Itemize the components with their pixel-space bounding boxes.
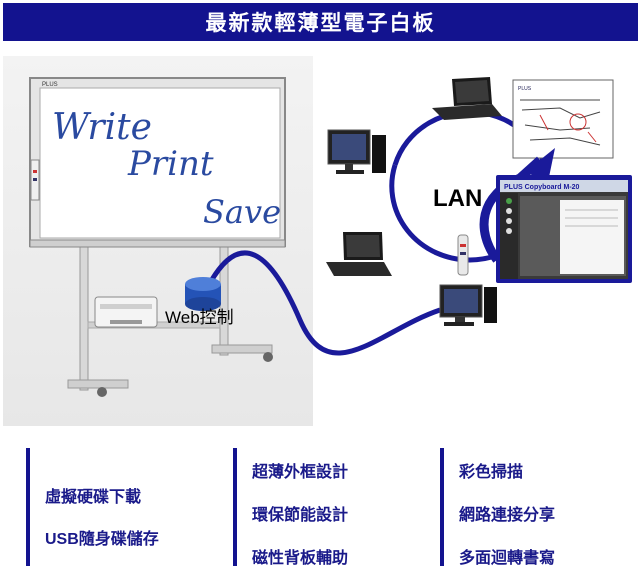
illustration: PLUS Write Print Save (29, 77, 632, 397)
desktop-computer-icon (327, 129, 386, 174)
feature-column-3: 彩色掃描 網路連接分享 多面迴轉書寫 (440, 448, 555, 567)
network-cable (207, 250, 441, 356)
web-control-icon (185, 277, 221, 311)
screenshot-title: PLUS Copyboard M-20 (504, 184, 580, 191)
feature-item: 網路連接分享 (459, 505, 556, 524)
feature-column-2: 超薄外框設計 環保節能設計 磁性背板輔助 (233, 448, 348, 567)
software-screenshot: PLUS Copyboard M-20 (496, 175, 632, 283)
feature-item: 多面迴轉書寫 (459, 548, 556, 567)
feature-item: 磁性背板輔助 (252, 548, 349, 567)
arrow-head-icon (525, 148, 555, 182)
whiteboard-word-print: Print (127, 144, 214, 184)
whiteboard: PLUS Write Print Save (29, 77, 286, 248)
lan-label: LAN (433, 185, 483, 212)
whiteboard-word-write: Write (52, 107, 152, 148)
whiteboard-brand: PLUS (42, 82, 58, 88)
feature-column-1: 虛擬硬碟下載 USB隨身碟儲存 (26, 448, 159, 566)
scanned-document-icon: PLUS (512, 79, 614, 159)
network-ring-lower (389, 164, 471, 263)
page-title: 最新款輕薄型電子白板 (205, 10, 436, 35)
title-bar: 最新款輕薄型電子白板 (3, 3, 638, 41)
feature-item: 虛擬硬碟下載 (45, 487, 142, 506)
feature-item: USB隨身碟儲存 (45, 531, 159, 548)
feature-item: 環保節能設計 (252, 505, 349, 524)
printer-icon (94, 296, 158, 328)
features-section: 虛擬硬碟下載 USB隨身碟儲存 超薄外框設計 環保節能設計 磁性背板輔助 彩色掃… (0, 440, 643, 568)
feature-item: 超薄外框設計 (252, 462, 349, 481)
svg-text:PLUS: PLUS (518, 86, 532, 92)
laptop-icon (326, 232, 392, 276)
desktop-computer-icon (439, 284, 497, 326)
laptop-icon (432, 77, 502, 120)
web-control-label: Web控制 (165, 308, 234, 327)
usb-device-icon (457, 234, 469, 276)
feature-item: 彩色掃描 (459, 462, 524, 481)
whiteboard-word-save: Save (203, 193, 281, 231)
